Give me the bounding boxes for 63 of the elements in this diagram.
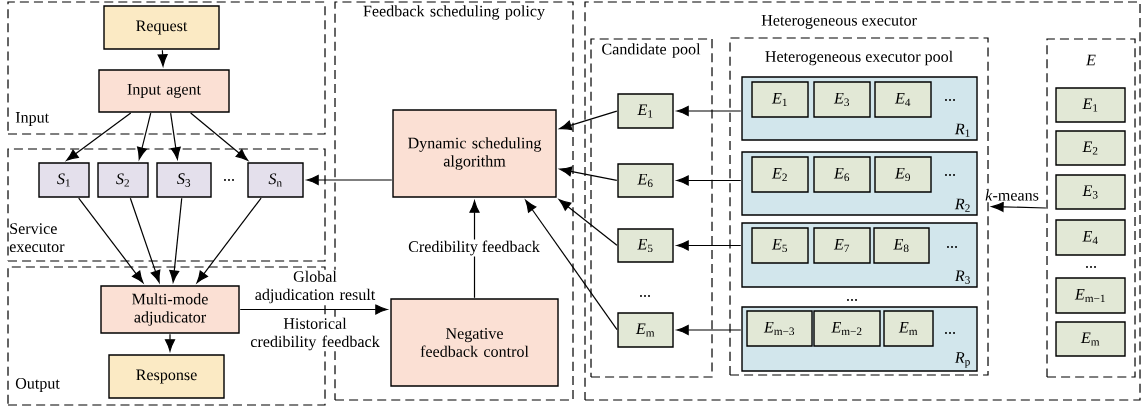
executor-box: E$_{m−1}$ (1055, 277, 1126, 314)
executor-box: E$_{2}$ (1055, 130, 1126, 166)
service-box: S$_{n}$ (247, 162, 304, 198)
executor-box: E$_{m}$ (883, 310, 934, 347)
executor-box: E$_{1}$ (617, 93, 674, 129)
executor-box: E$_{1}$ (1055, 87, 1126, 123)
arrow (78, 197, 144, 284)
executor-box: E$_{6}$ (813, 156, 871, 193)
edge-label: Credibility feedback (407, 239, 541, 257)
process-box: Dynamic scheduling algorithm (392, 109, 557, 198)
text-label: ... (847, 299, 857, 301)
arrow (169, 197, 183, 283)
arrow (676, 175, 742, 186)
executor-box: E$_{m−2}$ (813, 310, 881, 347)
arrow (559, 166, 618, 181)
response-box: Response (108, 354, 225, 399)
text-label: ... (1086, 266, 1096, 268)
arrow (991, 201, 1047, 212)
arrow (676, 105, 742, 117)
executor-box: E$_{4}$ (874, 81, 932, 118)
executor-box: E$_{2}$ (751, 156, 809, 193)
service-box: S$_{3}$ (156, 162, 212, 198)
executor-box: E$_{3}$ (1055, 174, 1126, 210)
executor-box: E$_{6}$ (617, 163, 674, 198)
text-label: ... (224, 179, 234, 181)
service-box: S$_{2}$ (97, 162, 149, 198)
arrow (129, 197, 161, 283)
arrow (469, 200, 480, 299)
executor-box: E$_{8}$ (873, 227, 930, 264)
executor-box: E$_{9}$ (874, 156, 932, 193)
executor-box: E$_{3}$ (813, 81, 871, 118)
executor-box: E$_{7}$ (813, 227, 871, 264)
executor-box: E$_{m}$ (1055, 321, 1126, 357)
text-label: Historical credibility feedback (244, 316, 386, 352)
arrow (306, 174, 393, 186)
executor-box: E$_{m−3}$ (746, 310, 813, 347)
arrow (157, 49, 168, 67)
process-box: Input agent (98, 69, 230, 113)
text-label: ... (640, 295, 650, 297)
executor-box: E$_{m}$ (617, 312, 674, 348)
arrow (137, 112, 152, 160)
process-box: Negative feedback control (390, 298, 559, 387)
arrow (558, 199, 618, 246)
executor-box: E$_{5}$ (617, 228, 674, 263)
executor-box: E$_{4}$ (1055, 219, 1126, 256)
executor-box: E$_{1}$ (751, 81, 809, 118)
arrow (676, 324, 742, 336)
arrow (66, 112, 132, 161)
arrow (190, 112, 249, 161)
arrow (559, 110, 618, 131)
arrow (525, 199, 618, 331)
text-label: ... (947, 246, 957, 248)
executor-box: E$_{5}$ (751, 227, 809, 264)
request-box: Request (103, 5, 220, 50)
service-box: S$_{1}$ (38, 162, 90, 198)
process-box: Multi-mode adjudicator (100, 285, 240, 334)
edge-label: k-means (984, 188, 1040, 202)
arrow (196, 197, 262, 284)
edge-label: Global adjudication result (244, 269, 386, 305)
arrow (676, 240, 742, 251)
arrow (170, 112, 181, 160)
arrow (239, 304, 388, 315)
arrow (164, 333, 176, 352)
